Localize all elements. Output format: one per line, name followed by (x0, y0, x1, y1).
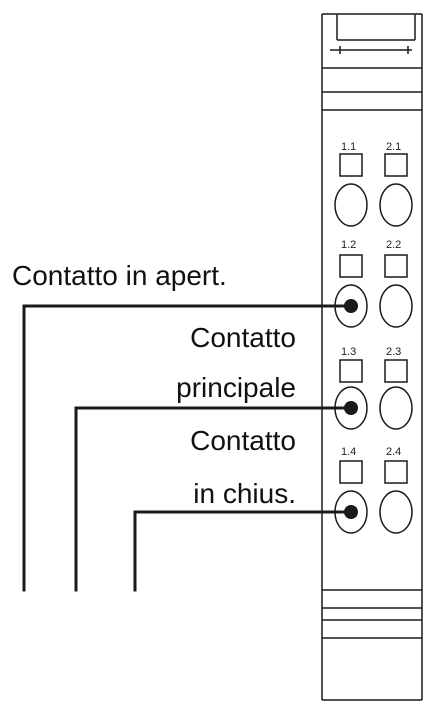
terminal-label-1-1: 1.1 (341, 141, 356, 153)
terminal-square-2-4 (384, 460, 408, 484)
terminal-label-2-4: 2.4 (386, 446, 401, 458)
terminal-labels: 1.1 2.1 1.2 2.2 1.3 2.3 1.4 2.4 (341, 141, 401, 458)
label-contact-opening: Contatto in apert. (12, 260, 227, 291)
label-contact-closing-line1: Contatto (190, 425, 296, 456)
terminal-label-2-2: 2.2 (386, 239, 401, 251)
screw-hole-2-3 (379, 386, 413, 430)
terminal-label-1-3: 1.3 (341, 346, 356, 358)
terminal-blocks (334, 153, 413, 534)
wire-main-contact (74, 406, 353, 592)
terminal-label-1-2: 1.2 (341, 239, 356, 251)
terminal-square-1-3 (339, 359, 363, 383)
terminal-label-2-1: 2.1 (386, 141, 401, 153)
screw-hole-1-1 (334, 183, 368, 227)
terminal-square-2-2 (384, 254, 408, 278)
wire-closing-contact (133, 510, 353, 592)
screw-hole-2-2 (379, 284, 413, 328)
wire-opening-contact (22, 304, 353, 592)
terminal-square-2-3 (384, 359, 408, 383)
terminal-square-1-1 (339, 153, 363, 177)
terminal-square-1-4 (339, 460, 363, 484)
terminal-label-1-4: 1.4 (341, 446, 356, 458)
label-contact-closing-line2: in chius. (193, 478, 296, 509)
wires (22, 304, 353, 592)
terminal-square-2-1 (384, 153, 408, 177)
label-contact-main-line2: principale (176, 372, 296, 403)
screw-hole-2-4 (379, 490, 413, 534)
terminal-label-2-3: 2.3 (386, 346, 401, 358)
terminal-square-1-2 (339, 254, 363, 278)
contact-labels: Contatto in apert. Contatto principale C… (12, 260, 296, 509)
screw-hole-2-1 (379, 183, 413, 227)
module-housing (321, 13, 423, 701)
label-contact-main-line1: Contatto (190, 322, 296, 353)
